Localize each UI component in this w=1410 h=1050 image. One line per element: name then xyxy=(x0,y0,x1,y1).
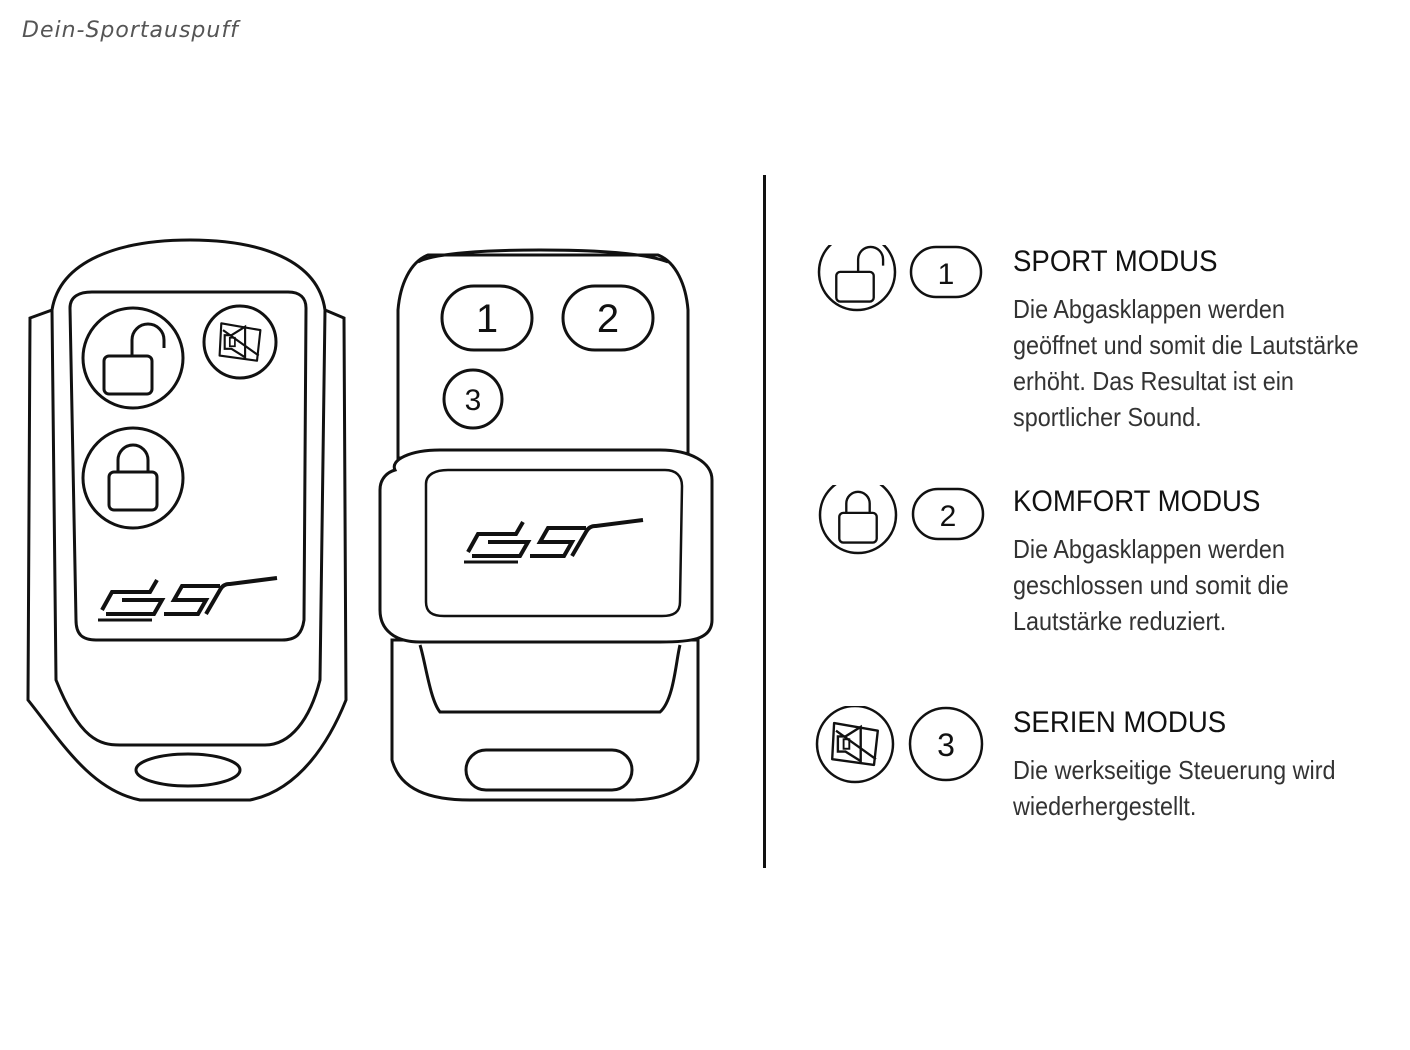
right-button-2 xyxy=(561,284,655,352)
right-button-1 xyxy=(440,284,534,352)
left-closed-lock-button xyxy=(81,426,185,530)
mode-number-badge xyxy=(911,487,985,541)
watermark: Dein-Sportauspuff xyxy=(22,18,239,43)
divider xyxy=(763,175,766,868)
right-remote: 1 2 3 xyxy=(378,248,714,802)
closed-lock-icon xyxy=(838,490,878,544)
mode-serien: 3 SERIEN MODUS Die werkseitige Steuerung… xyxy=(815,706,1395,856)
mode-number-badge xyxy=(909,245,983,299)
mode-description: Die Abgasklappen werden geschlossen und … xyxy=(1013,534,1289,636)
mute-speaker-icon xyxy=(831,721,879,767)
mode-number: 2 xyxy=(940,500,957,533)
right-button-3-label: 3 xyxy=(465,384,482,417)
left-mute-button xyxy=(202,304,278,380)
right-button-2-label: 2 xyxy=(597,297,619,341)
mode-komfort: 2 KOMFORT MODUS Die Abgasklappen werden … xyxy=(815,485,1395,636)
remotes-illustration: 1 2 3 xyxy=(26,238,714,802)
mode-description: Die werkseitige Steuerung wird wiederher… xyxy=(1013,755,1336,821)
mode-sport: 1 SPORT MODUS Die Abgasklappen werden ge… xyxy=(815,245,1395,432)
left-remote xyxy=(26,238,348,802)
closed-lock-icon xyxy=(107,443,159,512)
right-button-3 xyxy=(442,368,504,430)
mode-number: 1 xyxy=(938,258,955,291)
mode-title: SPORT MODUS xyxy=(1013,245,1218,278)
left-open-lock-button xyxy=(81,306,185,410)
mode-number-badge xyxy=(908,706,984,782)
mode-title: SERIEN MODUS xyxy=(1013,706,1227,739)
asr-logo-icon xyxy=(96,576,279,622)
open-lock-icon xyxy=(835,245,885,303)
right-button-1-label: 1 xyxy=(476,297,498,341)
mode-title: KOMFORT MODUS xyxy=(1013,485,1261,518)
open-lock-icon xyxy=(102,322,166,396)
mode-number: 3 xyxy=(937,727,955,763)
mode-description: Die Abgasklappen werden geöffnet und som… xyxy=(1013,294,1359,432)
mute-speaker-icon xyxy=(218,322,262,362)
